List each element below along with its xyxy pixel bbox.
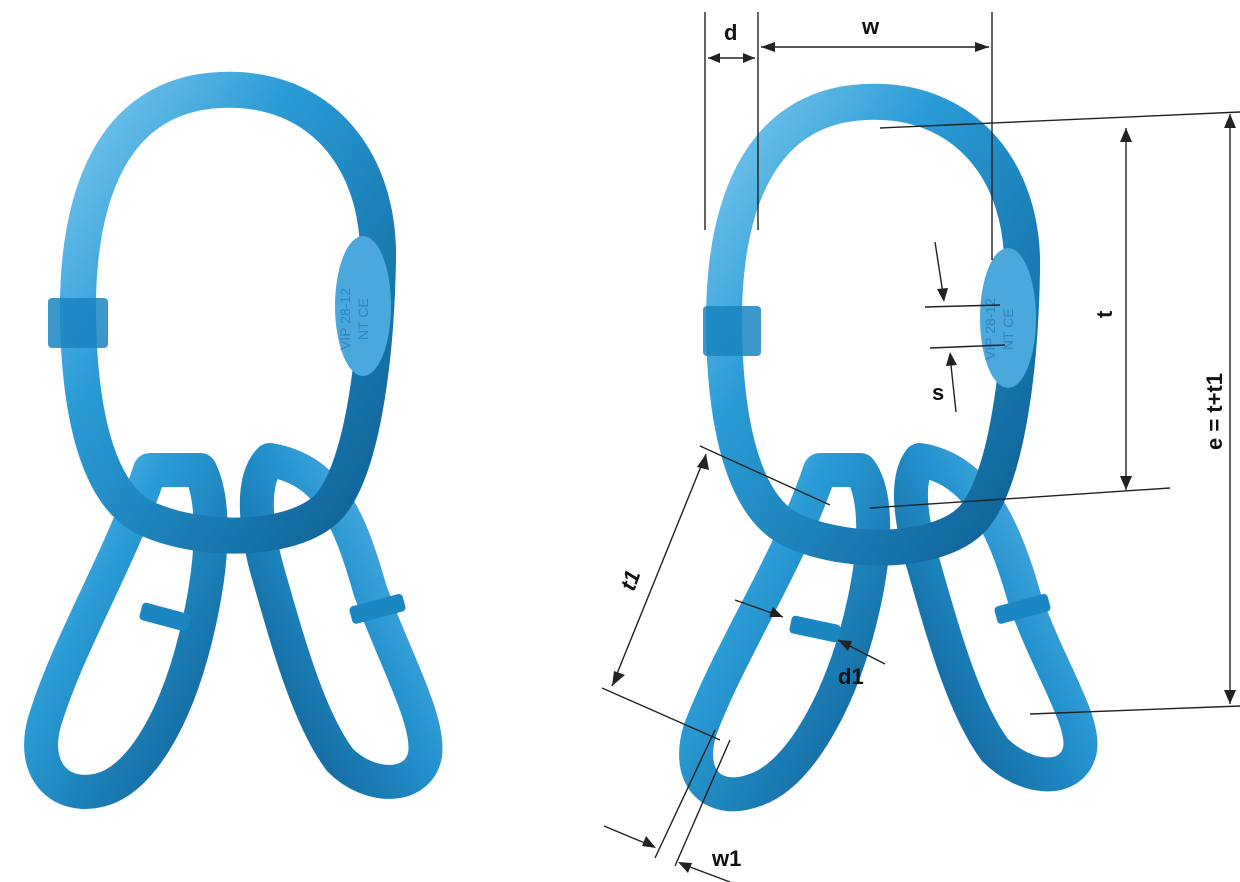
dim-w1: w1 (603, 729, 741, 882)
dim-e: e = t+t1 (1202, 114, 1236, 704)
label-w1: w1 (711, 846, 741, 871)
label-t: t (1092, 310, 1117, 318)
dim-t: t (1092, 128, 1132, 490)
dim-d1: d1 (734, 599, 886, 689)
right-stamp-line1: VIP 28-12 (982, 298, 998, 360)
label-e: e = t+t1 (1202, 373, 1227, 450)
dim-d: d (708, 20, 755, 63)
right-stamp-line2: NT CE (1000, 308, 1016, 350)
dim-w: w (761, 14, 989, 52)
left-master-ring: VIP 28-12 NT CE (48, 71, 397, 554)
left-stamp-line2: NT CE (355, 298, 371, 340)
label-t1: t1 (615, 567, 645, 594)
right-sub-link-right (894, 443, 1098, 792)
dimension-lines: d w t e = t+t1 (601, 12, 1240, 882)
label-s: s (932, 380, 944, 405)
left-assembly: VIP 28-12 NT CE (24, 71, 443, 809)
right-master-ring: VIP 28-12 NT CE (703, 83, 1041, 566)
dim-s: s (924, 241, 1006, 413)
left-stamp-line1: VIP 28-12 (337, 288, 353, 350)
left-sub-link-right (239, 443, 443, 799)
label-w: w (861, 14, 880, 39)
right-assembly: VIP 28-12 NT CE (679, 83, 1098, 812)
left-sub-link-left (24, 453, 228, 809)
label-d: d (724, 20, 737, 45)
label-d1: d1 (838, 664, 864, 689)
